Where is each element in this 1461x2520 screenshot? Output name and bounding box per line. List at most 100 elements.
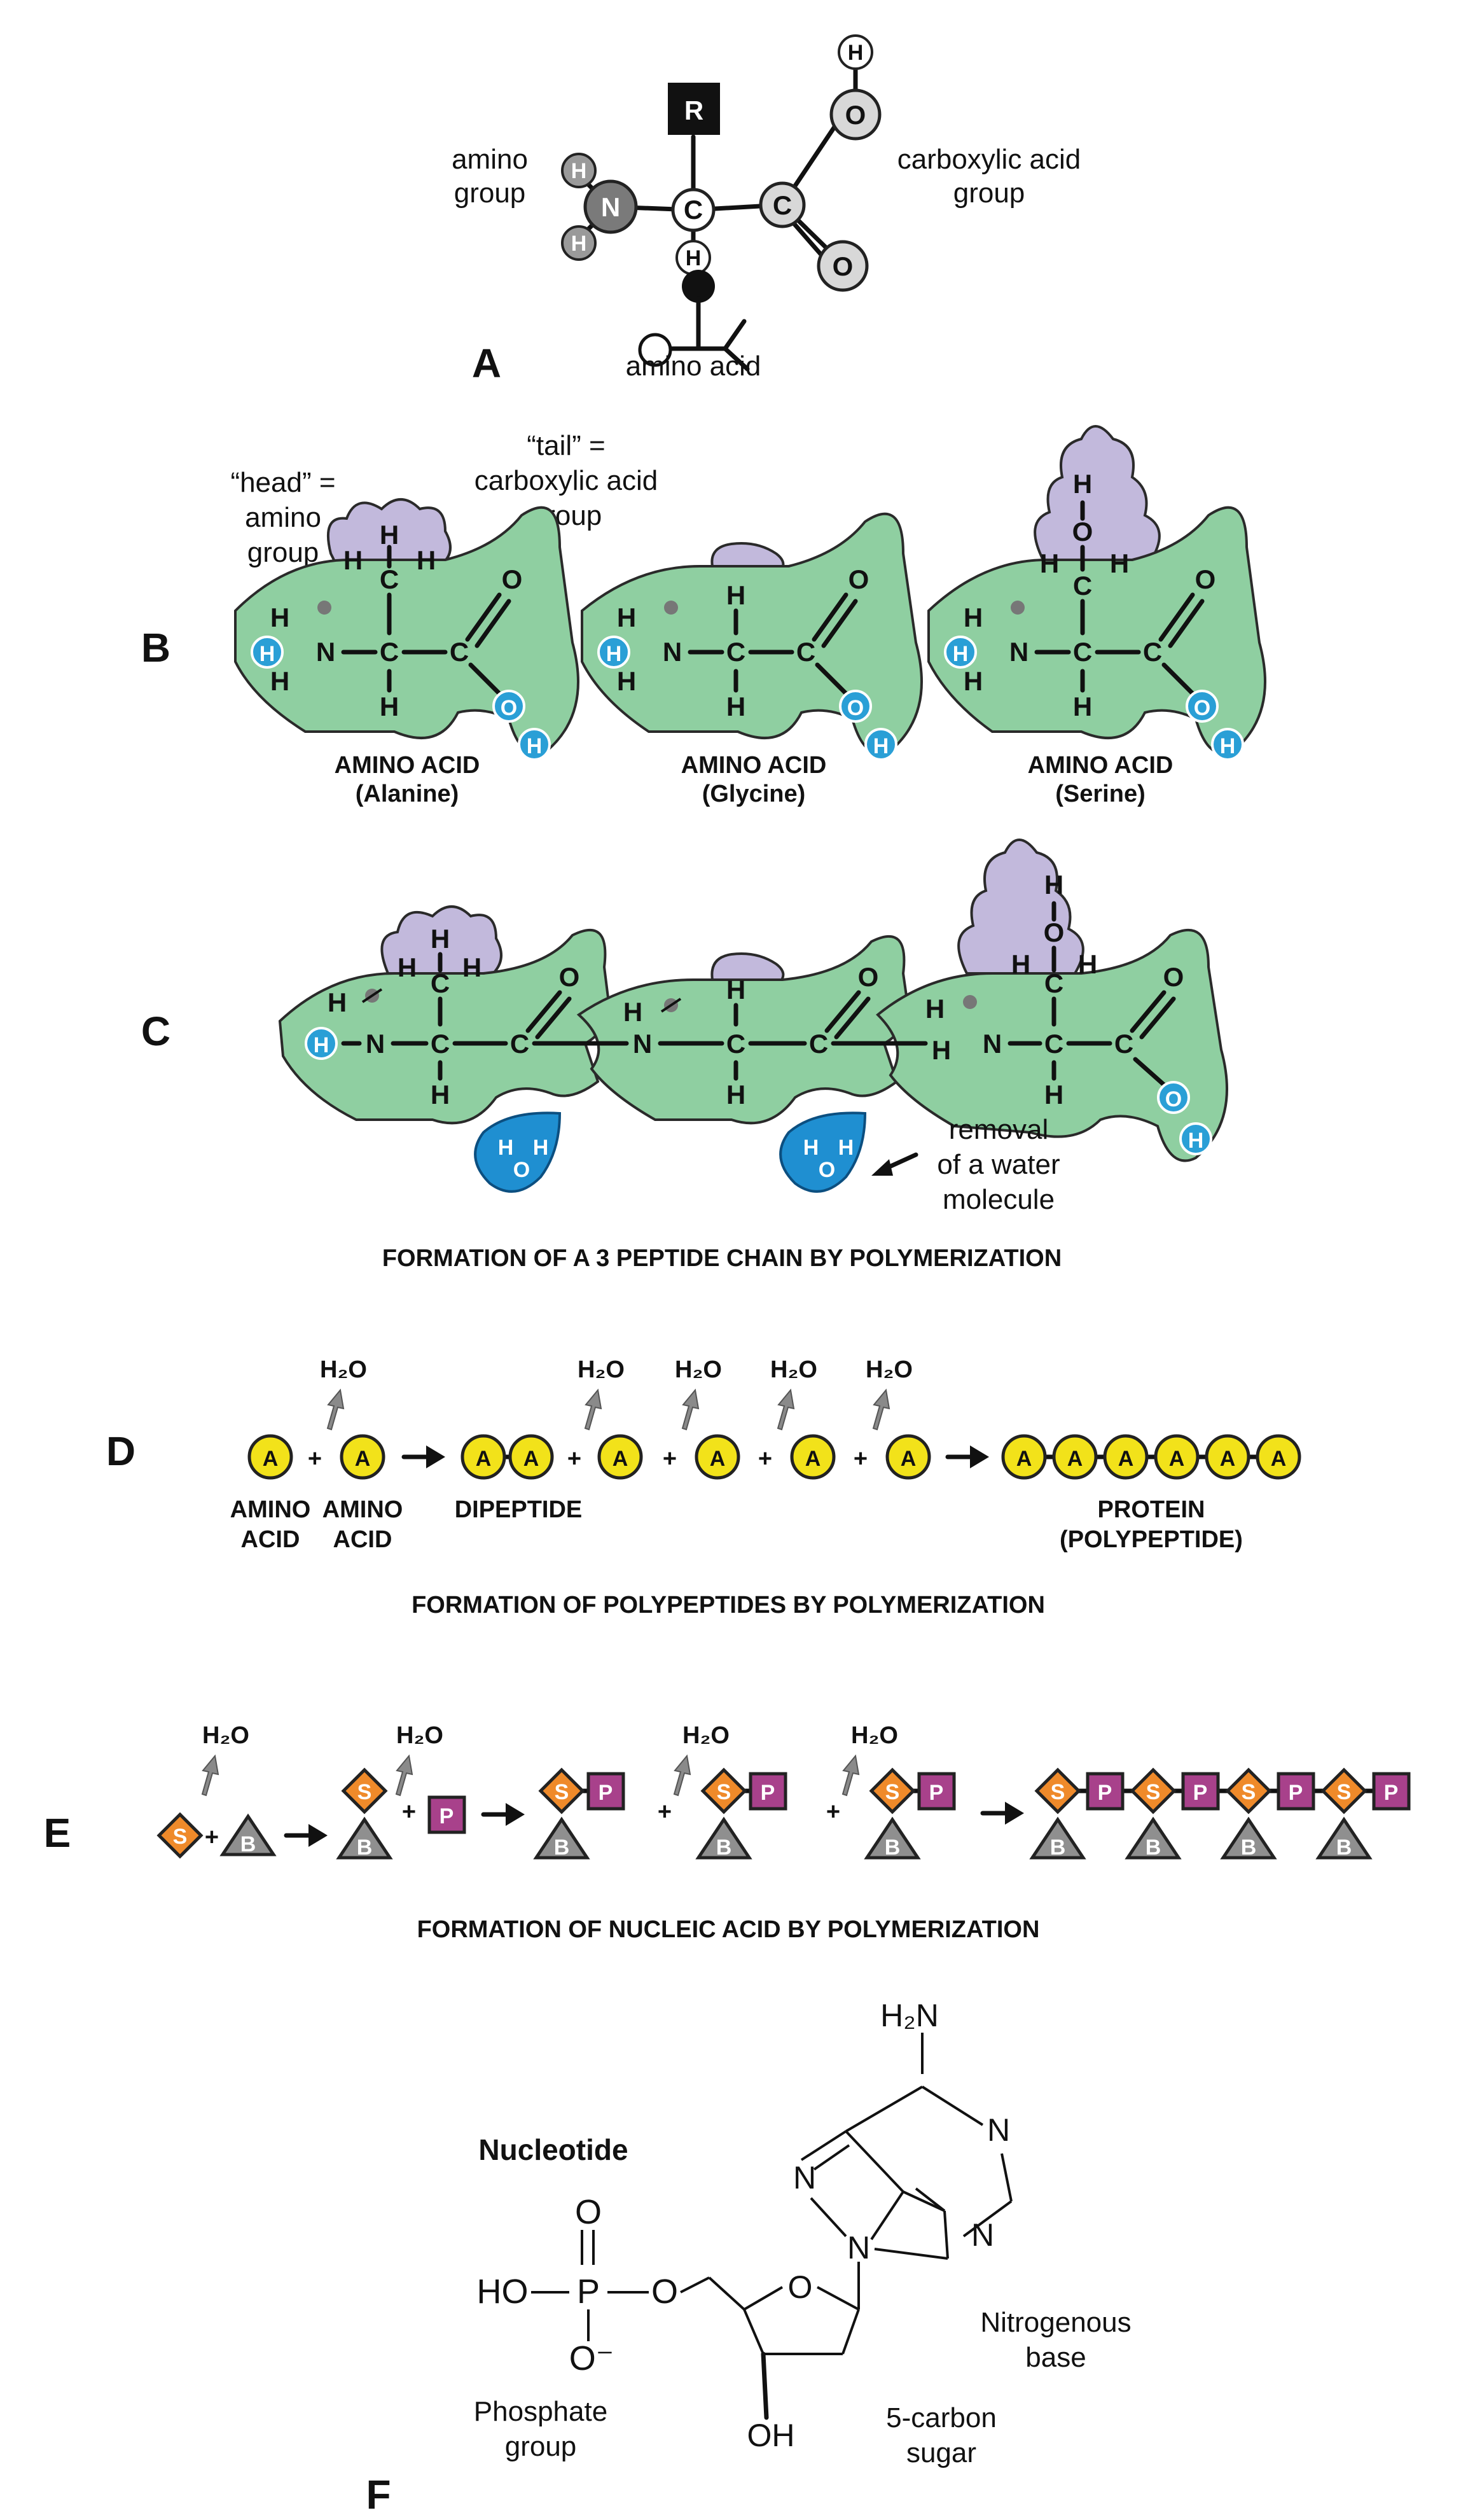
svg-text:H: H [380, 692, 399, 721]
svg-text:H: H [873, 734, 889, 758]
protein-label: (POLYPEPTIDE) [1060, 1526, 1243, 1553]
svg-text:A: A [901, 1447, 917, 1471]
plus-sign: + [826, 1799, 840, 1825]
amino-acid-label: amino acid [626, 351, 761, 382]
sugar-unit: S [156, 1812, 204, 1859]
svg-text:C: C [1073, 637, 1092, 667]
svg-text:A: A [710, 1447, 726, 1471]
svg-text:H: H [533, 1136, 549, 1160]
water-label: H₂O [578, 1356, 625, 1383]
svg-text:H: H [838, 1136, 854, 1160]
head-label: amino [245, 502, 321, 533]
polypeptide: A A A A A A [1001, 1434, 1301, 1480]
glycine-molecule: H H H N C C H H O O H AMINO ACID (Glycin… [581, 512, 923, 807]
alanine-molecule: H H H N C C H C H H H O O H AMINO ACID [234, 498, 579, 807]
svg-text:H: H [1044, 1080, 1063, 1110]
r-label: R [684, 95, 703, 125]
sugar-label: sugar [906, 2437, 976, 2468]
svg-text:H: H [260, 642, 275, 666]
svg-text:H: H [726, 580, 745, 610]
svg-text:S: S [1051, 1780, 1065, 1804]
svg-text:H: H [498, 1136, 514, 1160]
svg-text:H: H [1040, 548, 1059, 578]
svg-text:H: H [726, 975, 745, 1005]
alpha-carbon-atom [671, 188, 716, 232]
svg-text:H: H [398, 952, 417, 982]
svg-text:N: N [663, 637, 682, 667]
nucleotide-title: Nucleotide [478, 2133, 628, 2166]
ring-nitrogen-label: N [971, 2217, 994, 2253]
svg-text:C: C [510, 1029, 529, 1059]
water-label: H₂O [675, 1356, 722, 1383]
amine-label: H₂N [880, 1998, 939, 2033]
nucleoside: S B [336, 1767, 393, 1860]
svg-text:S: S [1337, 1780, 1352, 1804]
amino-acid-monomer: A [340, 1434, 385, 1480]
panel-e: E H₂O H₂O H₂O H₂O S + B S B + P S P B + [44, 1722, 1411, 1943]
plus-sign: + [567, 1445, 581, 1472]
oxygen-label: O [651, 2273, 678, 2311]
amino-acid-monomer: A [885, 1434, 931, 1480]
nitrogenous-base-label: base [1025, 2342, 1086, 2373]
svg-text:C: C [380, 637, 399, 667]
amino-acid-monomer: A [695, 1434, 740, 1480]
amino-acid-label: ACID [241, 1526, 300, 1553]
panel-a: R N H H C H C O H O amino group carboxyl… [452, 34, 1081, 386]
symbol-amino-circle [638, 333, 672, 367]
svg-text:B: B [240, 1832, 256, 1856]
plus-sign: + [663, 1445, 677, 1472]
svg-text:H: H [1073, 692, 1092, 721]
amino-acid-monomer: A [790, 1434, 836, 1480]
molecule-name: (Serine) [1055, 781, 1145, 807]
svg-text:O: O [1165, 1087, 1182, 1111]
protein-label: PROTEIN [1098, 1496, 1205, 1523]
svg-text:P: P [1289, 1781, 1303, 1805]
panel-letter: D [106, 1428, 135, 1474]
svg-text:B: B [1241, 1835, 1257, 1860]
panel-caption: FORMATION OF A 3 PEPTIDE CHAIN BY POLYME… [382, 1245, 1062, 1272]
svg-text:A: A [1118, 1447, 1134, 1471]
hydroxyl-label: HO [477, 2273, 529, 2311]
svg-text:N: N [366, 1029, 385, 1059]
svg-text:B: B [554, 1835, 570, 1860]
amino-acid-monomer: A [247, 1434, 293, 1480]
svg-text:B: B [885, 1835, 901, 1860]
hydrogen-atom [561, 225, 597, 261]
ring-nitrogen-label: N [847, 2230, 870, 2266]
removal-label: molecule [943, 1184, 1055, 1215]
svg-text:H: H [726, 1080, 745, 1110]
svg-text:C: C [1044, 968, 1063, 998]
svg-text:H: H [328, 987, 347, 1017]
svg-text:H: H [431, 1080, 450, 1110]
hydrogen-label: H [571, 232, 587, 256]
svg-text:H: H [726, 692, 745, 721]
svg-text:O: O [1195, 564, 1216, 594]
ring-nitrogen-label: N [987, 2112, 1010, 2148]
nucleotide: S P B [695, 1767, 787, 1860]
head-label: “head” = [230, 467, 335, 498]
molecule-name: (Alanine) [356, 781, 459, 807]
plus-sign: + [308, 1445, 322, 1472]
svg-text:S: S [357, 1780, 372, 1804]
svg-text:H: H [953, 642, 969, 666]
svg-text:O: O [513, 1158, 530, 1182]
r-group-box [668, 83, 720, 135]
tail-label: carboxylic acid [474, 465, 658, 496]
svg-text:C: C [1114, 1029, 1133, 1059]
plus-sign: + [402, 1799, 416, 1825]
svg-text:H: H [1188, 1129, 1204, 1153]
ring-oxygen-label: O [788, 2269, 813, 2305]
removal-label: removal [949, 1114, 1049, 1145]
panel-letter: F [366, 2472, 391, 2517]
panel-letter: E [44, 1810, 71, 1856]
panel-f: F Nucleotide HO P O O⁻ O O OH N N [366, 1998, 1131, 2517]
svg-text:A: A [476, 1447, 492, 1471]
panel-caption: FORMATION OF NUCLEIC ACID BY POLYMERIZAT… [417, 1916, 1040, 1943]
svg-text:P: P [761, 1781, 775, 1805]
panel-d: D H₂O H₂O H₂O H₂O H₂O A + A A A + A + A … [106, 1356, 1301, 1619]
svg-text:O: O [848, 564, 869, 594]
svg-text:C: C [796, 637, 815, 667]
svg-text:H: H [431, 924, 450, 954]
svg-text:H: H [270, 602, 289, 632]
